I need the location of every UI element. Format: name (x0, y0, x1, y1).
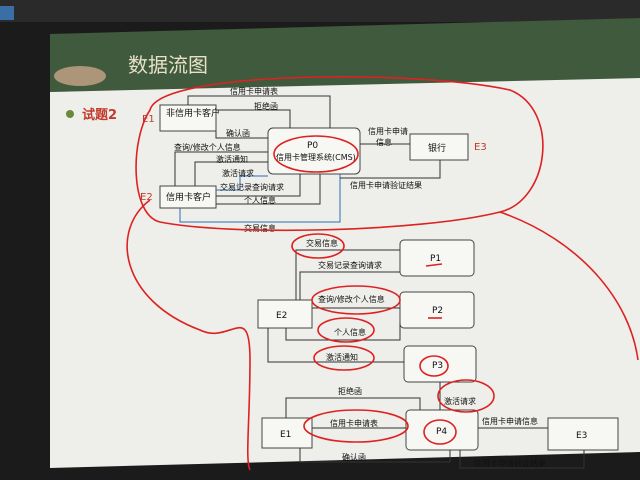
non-card-customer-label: 非信用卡客户 (166, 107, 220, 119)
flow-line-confirmation (215, 131, 268, 139)
card-customer-box (159, 185, 217, 209)
red-circle-query-modify (311, 285, 401, 315)
flow-label-lower-validation: 信用卡申请验证结果 (474, 458, 546, 468)
process-p0-name: 信用卡管理系统(CMS) (276, 152, 356, 162)
process-p2-label: P2 (432, 306, 443, 316)
process-p4-label: P4 (436, 427, 447, 437)
flow-label-lower-activation-notice: 激活通知 (326, 352, 358, 362)
red-circle-transaction-info (291, 233, 345, 259)
entity-e2-box (257, 299, 313, 329)
flow-label-activation-request: 激活请求 (222, 168, 254, 178)
flow-label-query-modify: 查询/修改个人信息 (174, 142, 241, 152)
entity-e3-label: E3 (576, 431, 587, 441)
taskbar-corner-icon (0, 6, 14, 20)
red-underline-p1 (425, 263, 443, 267)
process-p1-label: P1 (430, 254, 441, 264)
monitor-top-edge (0, 0, 640, 22)
flow-label-lower-transaction-query: 交易记录查询请求 (318, 260, 382, 270)
flow-line-transaction-query (216, 174, 301, 197)
entity-e3-box (547, 417, 619, 451)
card-customer-label: 信用卡客户 (166, 191, 211, 203)
flow-label-transaction-info: 交易信息 (244, 223, 276, 233)
bank-label: 银行 (428, 142, 446, 154)
red-circle-personal-info (317, 317, 375, 343)
flow-line-lower-rejection (285, 397, 421, 418)
flow-label-validation-result: 信用卡申请验证结果 (350, 180, 422, 190)
upper-e2-label: E2 (140, 192, 153, 203)
flow-label-application-info-2: 信息 (376, 137, 392, 147)
flow-line-personal-info (216, 174, 321, 205)
red-circle-activation-request (437, 379, 495, 413)
flow-line-lower-transaction-info (295, 249, 400, 300)
flow-line-transaction-info (179, 174, 341, 223)
flow-label-personal-info: 个人信息 (244, 195, 276, 205)
flow-line-activation-notice (194, 161, 268, 186)
hand-image-icon (54, 66, 106, 86)
process-p2-box (399, 291, 475, 329)
flow-label-lower-transaction-info: 交易信息 (306, 238, 338, 248)
red-annotation-right-curve (499, 211, 639, 361)
flow-label-lower-application-form: 信用卡申请表 (330, 418, 378, 428)
red-circle-activation-notice (313, 345, 375, 371)
flow-line-application-form (187, 95, 331, 128)
entity-e1-label: E1 (280, 430, 291, 440)
flow-line-lower-transaction-query (299, 271, 400, 300)
flow-label-application-info-1: 信用卡申请 (368, 126, 408, 136)
red-annotation-left-curve (126, 199, 251, 471)
flow-label-transaction-query: 交易记录查询请求 (220, 182, 284, 192)
entity-e2-label: E2 (276, 311, 287, 321)
flow-label-lower-activation-request: 激活请求 (444, 396, 476, 406)
flow-label-lower-rejection: 拒绝函 (338, 386, 362, 396)
slide-header-band (50, 18, 640, 92)
flow-label-confirmation: 确认函 (226, 128, 250, 138)
flow-label-rejection: 拒绝函 (254, 101, 278, 111)
slide-body (50, 78, 640, 468)
process-p0-id: P0 (307, 141, 318, 151)
red-circle-p3 (419, 355, 449, 377)
red-circle-p0 (273, 135, 359, 173)
question-label: 试题2 (82, 107, 117, 123)
flow-line-validation-result (340, 160, 441, 179)
red-circle-application-form (303, 409, 409, 443)
upper-e1-label: E1 (142, 114, 155, 125)
flow-label-lower-application-info: 信用卡申请信息 (482, 416, 538, 426)
process-p3-label: P3 (432, 361, 443, 371)
upper-e3-label: E3 (474, 142, 487, 153)
red-annotation-upper-loop (135, 76, 544, 232)
flow-label-application-form: 信用卡申请表 (230, 86, 278, 96)
process-p1-box (399, 239, 475, 277)
flow-line-lower-validation (459, 450, 585, 469)
bank-box (409, 133, 469, 161)
entity-e1-box (261, 417, 313, 449)
flow-label-lower-query-modify: 查询/修改个人信息 (318, 294, 385, 304)
flow-line-rejection (216, 109, 291, 128)
flow-label-activation-notice: 激活通知 (216, 154, 248, 164)
flow-line-lower-personal-info (285, 322, 401, 341)
flow-line-activation-request (216, 175, 268, 191)
flow-line-lower-confirmation (299, 448, 451, 463)
bullet-icon (66, 110, 74, 118)
flow-label-lower-confirmation: 确认函 (342, 452, 366, 462)
flow-line-query-modify (174, 151, 268, 186)
flow-line-lower-activation-notice (267, 328, 404, 363)
flow-label-lower-personal-info: 个人信息 (334, 327, 366, 337)
red-circle-p4 (423, 419, 457, 445)
slide-title: 数据流图 (128, 53, 208, 77)
